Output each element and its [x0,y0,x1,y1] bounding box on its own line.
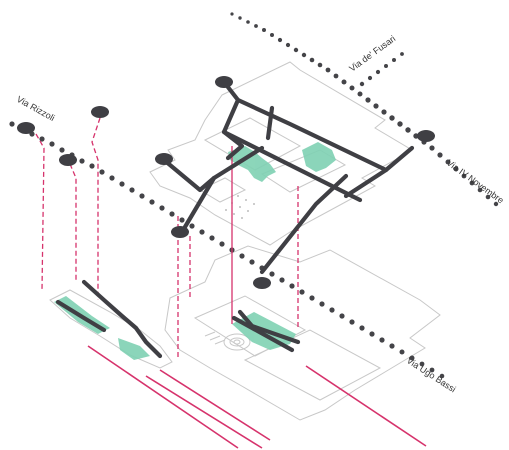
lower-floor-outline [164,245,441,421]
courtyard-ring-inner [229,337,245,347]
route-upper-vertical [221,79,245,161]
dashed-connector-3 [69,163,77,282]
building-outlines [49,61,441,421]
node-west [155,153,173,165]
route-upper-south [259,173,349,275]
ground-lines [87,345,427,449]
node-top [215,76,233,88]
dashed-connector-2 [35,133,45,291]
route-upper-east [343,167,389,199]
label-via-fusari: Via de' Fusari [347,33,397,73]
vertical-connectors [35,117,299,360]
dashed-connector-1 [91,117,101,300]
label-via-rizzoli: Via Rizzoli [15,94,56,123]
ground-line-4 [305,365,427,447]
street-dots [9,12,499,379]
underground-outline [49,289,173,369]
upper-floor-room [198,177,247,203]
route-upper-cross [221,129,363,203]
node-center [171,226,189,238]
via-iv-novembre-dots [413,133,499,207]
ground-line-2 [145,375,263,449]
upper-floor-inner-2 [260,149,347,193]
route-underground [81,279,163,359]
node-rizzoli-3 [59,154,77,166]
route-underground-2 [55,299,107,333]
route-lower-2 [231,315,295,353]
route-nodes [17,76,435,289]
via-fusari-dots [230,12,411,133]
node-south [253,277,271,289]
courtyard-ring-center [233,339,241,345]
route-upper-connector [265,105,275,141]
ground-line-3 [159,369,271,441]
label-via-ugo-bassi: Via Ugo Bassi [405,355,458,394]
route-upper-main [235,97,415,173]
node-rizzoli-2 [91,106,109,118]
green-area-upper-right [302,142,336,172]
green-area-upper-left [228,146,276,182]
route-upper-west [161,157,217,193]
route-paths [55,79,415,359]
courtyard-ring-outer [223,333,251,351]
upper-floor-outline [149,61,413,246]
via-rizzoli-ugo-bassi-dots [9,121,445,379]
room-dot-grid [225,195,255,219]
lower-floor-stair [204,331,226,345]
green-area-underground-2 [118,338,150,360]
ground-line-1 [87,345,239,449]
node-rizzoli-1 [17,122,35,134]
node-iv-novembre [417,130,435,142]
label-via-iv-novembre: Via IV Novembre [445,158,506,206]
